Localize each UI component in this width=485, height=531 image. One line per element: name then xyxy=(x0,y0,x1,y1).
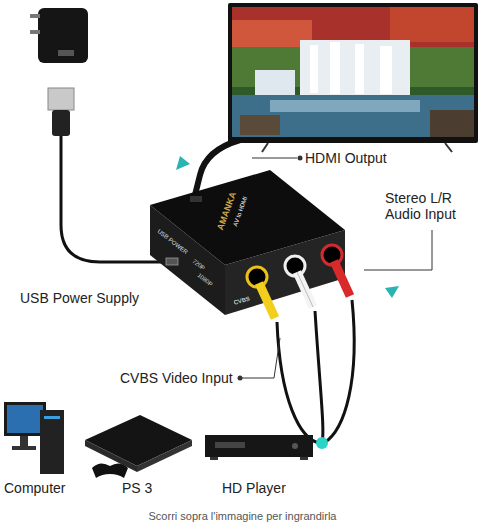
callout-label: USB Power Supply xyxy=(20,290,139,306)
direction-arrow xyxy=(176,156,190,170)
leader-line xyxy=(252,158,297,159)
computer xyxy=(4,402,64,474)
callout-label-box: USB Power Supply xyxy=(20,290,139,306)
callout-label: CVBS Video Input xyxy=(120,370,233,386)
av-cables xyxy=(277,300,354,443)
callout-label-box: HDMI Output xyxy=(305,150,387,166)
power-adapter xyxy=(30,8,88,136)
leader-line xyxy=(240,338,280,378)
callout-label-box: Stereo L/R Audio Input xyxy=(385,190,480,222)
caption: Scorri sopra l'immagine per ingrandirla xyxy=(0,510,485,523)
leader-dot xyxy=(298,156,303,161)
leader-line xyxy=(364,230,432,270)
converter-box xyxy=(150,170,345,315)
device-name: HD Player xyxy=(222,480,286,496)
tv xyxy=(228,3,478,152)
device-name-box: HD Player xyxy=(222,480,286,496)
junction-dot xyxy=(316,437,328,449)
caption-box: Scorri sopra l'immagine per ingrandirla xyxy=(0,510,485,523)
rca-plugs xyxy=(259,261,350,318)
callout-label: Stereo L/R Audio Input xyxy=(385,190,480,222)
device-name-box: Computer xyxy=(4,480,65,496)
device-name: Computer xyxy=(4,480,65,496)
direction-arrow xyxy=(385,286,399,298)
ps3-console xyxy=(85,415,192,478)
hd-player xyxy=(205,435,313,460)
callout-label-box: CVBS Video Input xyxy=(120,370,233,386)
device-name: PS 3 xyxy=(122,480,152,496)
callout-label: HDMI Output xyxy=(305,150,387,166)
device-name-box: PS 3 xyxy=(122,480,152,496)
leader-dot xyxy=(238,376,243,381)
